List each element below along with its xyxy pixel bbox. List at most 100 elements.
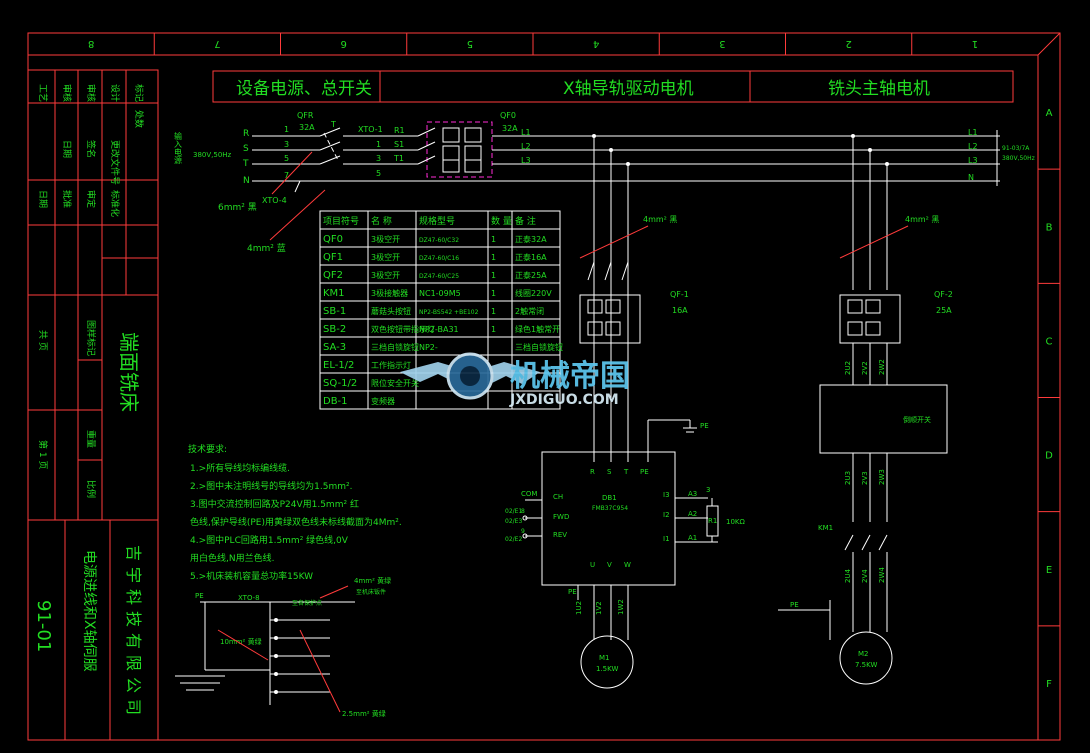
table-cell-7-1: 三档自锁旋钮 (371, 342, 419, 352)
db-a-num: 3 (706, 486, 710, 494)
supply-bus: 输入电源 380V,50Hz R S T N 1 3 5 7 QFR 32A T… (174, 111, 1035, 254)
s1-label: S1 (394, 140, 404, 149)
out-l2: L2 (968, 142, 978, 151)
zone-col-8: 8 (88, 38, 94, 49)
db-s: S (607, 468, 612, 476)
section-headers: 设备电源、总开关 X轴导轨驱动电机 铣头主轴电机 (212, 70, 1014, 103)
zone-row-D: D (1045, 451, 1053, 462)
tb-review-2: 审核 (85, 84, 97, 102)
table-header-0-2: 规格型号 (419, 215, 455, 227)
table-cell-4-4: 线圈220V (515, 288, 552, 298)
table-cell-10-0: DB-1 (323, 396, 348, 407)
document-title: 电源进线和X轴伺服 (81, 550, 97, 672)
port-num-9: 9 (521, 528, 525, 535)
zone-row-B: B (1046, 222, 1053, 233)
out-l3: L3 (968, 156, 978, 165)
header-power: 设备电源、总开关 (236, 79, 372, 99)
wire-4mm: 4mm² 蓝 (247, 242, 286, 254)
term-1b: 1 (376, 140, 381, 149)
tb-standard: 标准化 (109, 190, 121, 217)
supply-voltage: 380V,50Hz (193, 151, 232, 159)
watermark-logo: 机械帝国 JXDIGUO.COM (400, 352, 630, 408)
wire-2v2: 2V2 (861, 361, 869, 375)
tb-date-2: 日期 (37, 190, 48, 208)
zone-col-3: 3 (719, 38, 725, 49)
db-a3: A3 (688, 490, 697, 498)
supply-note-2: 380V,50Hz (1002, 155, 1035, 162)
zone-row-E: E (1046, 565, 1052, 576)
port-e3: 02/E3 (505, 518, 522, 525)
port-e2: 02/E2 (505, 536, 522, 543)
table-cell-10-1: 变频器 (371, 396, 395, 406)
table-header-0-1: 名 称 (371, 215, 392, 227)
xto1-label: XTO-1 (358, 125, 383, 134)
tech-line-5: 4.>图中PLC回路用1.5mm² 绿色线,0V (190, 534, 349, 546)
bus-l2: L2 (521, 142, 531, 151)
qf2-label: QF-2 (934, 290, 953, 299)
ground-wire-2-5mm: 2.5mm² 黄绿 (342, 709, 386, 718)
reversing-switch (819, 384, 948, 454)
port-e1: 02/E1 (505, 508, 522, 515)
r1-label: R1 (394, 126, 405, 135)
term-5: 5 (284, 154, 289, 163)
table-cell-3-0: QF2 (323, 270, 343, 281)
zone-col-4: 4 (593, 38, 599, 49)
wire-6mm: 6mm² 黑 (218, 202, 257, 213)
ground-note: 至各保护点 (292, 599, 322, 607)
phase-s: S (243, 144, 249, 154)
table-cell-7-4: 三档自锁旋钮 (515, 342, 563, 352)
db-model: FMB37C954 (592, 505, 628, 512)
wire-1u2: 1U2 (575, 601, 583, 615)
table-cell-5-4: 2触常闭 (515, 306, 544, 316)
watermark-brand: 机械帝国 (510, 359, 630, 394)
ground-note-2: 至机床钣件 (356, 588, 386, 596)
t1-label: T1 (393, 154, 404, 163)
table-cell-3-1: 3极空开 (371, 270, 400, 280)
qf0-rating: 32A (502, 124, 518, 133)
table-cell-6-1: 双色按钮带指示灯 (371, 324, 435, 334)
tech-line-2: 2.>图中未注明线号的导线均为1.5mm². (190, 480, 352, 492)
x-axis-drive: 4mm² 黑 QF-1 16A PE R S T PE DB1 FMB37C95… (505, 134, 745, 689)
t-label: T (330, 120, 336, 129)
tb-craft: 工艺 (37, 84, 48, 102)
table-cell-5-0: SB-1 (323, 306, 346, 317)
wire-2v4: 2V4 (861, 569, 869, 583)
zone-col-7: 7 (214, 38, 220, 49)
wire-2u2: 2U2 (844, 361, 852, 375)
tb-change-doc: 更改文件号 (109, 140, 121, 185)
table-cell-2-2: DZ47-60/C16 (419, 255, 459, 262)
zone-col-5: 5 (467, 38, 473, 49)
table-cell-6-3: 1 (491, 325, 496, 334)
qf2-rating: 25A (936, 306, 952, 315)
table-cell-2-1: 3极空开 (371, 252, 400, 262)
tb-audit: 审定 (85, 190, 97, 208)
ground-wire-4mm: 4mm² 黄绿 (354, 576, 391, 585)
wire-2w4: 2W4 (878, 567, 886, 583)
table-cell-9-0: SQ-1/2 (323, 378, 357, 389)
sp-pe: PE (790, 601, 799, 609)
table-header-0-4: 备 注 (515, 215, 536, 227)
tb-sheet-total: 共 页 (37, 330, 48, 351)
ground-section: PE XTO-8 至各保护点 4mm² 黄绿 至机床钣件 10mm² 黄绿 2.… (175, 576, 391, 718)
table-cell-1-0: QF0 (323, 234, 343, 245)
bus-l3: L3 (521, 156, 531, 165)
db-name: DB1 (602, 494, 617, 502)
ground-pe: PE (195, 592, 204, 600)
qfr-rating: 32A (299, 123, 315, 132)
tb-sheet-no: 第 1 页 (37, 440, 49, 469)
x-wire-4mm: 4mm² 黑 (643, 215, 677, 224)
tb-mark: 标记 (133, 84, 145, 102)
zone-row-C: C (1046, 336, 1053, 347)
table-cell-3-3: 1 (491, 271, 496, 280)
tech-line-1: 1.>所有导线均标编线缆. (190, 462, 290, 474)
xto4-label: XTO-4 (262, 196, 287, 205)
tech-title: 技术要求: (188, 443, 227, 455)
table-cell-2-0: QF1 (323, 252, 343, 263)
term-3b: 3 (376, 154, 381, 163)
table-cell-7-0: SA-3 (323, 342, 346, 353)
tb-sign: 签名 (85, 140, 97, 158)
tb-date: 日期 (61, 140, 72, 158)
header-spindle: 铣头主轴电机 (828, 79, 930, 99)
wire-1w2: 1W2 (617, 599, 625, 615)
